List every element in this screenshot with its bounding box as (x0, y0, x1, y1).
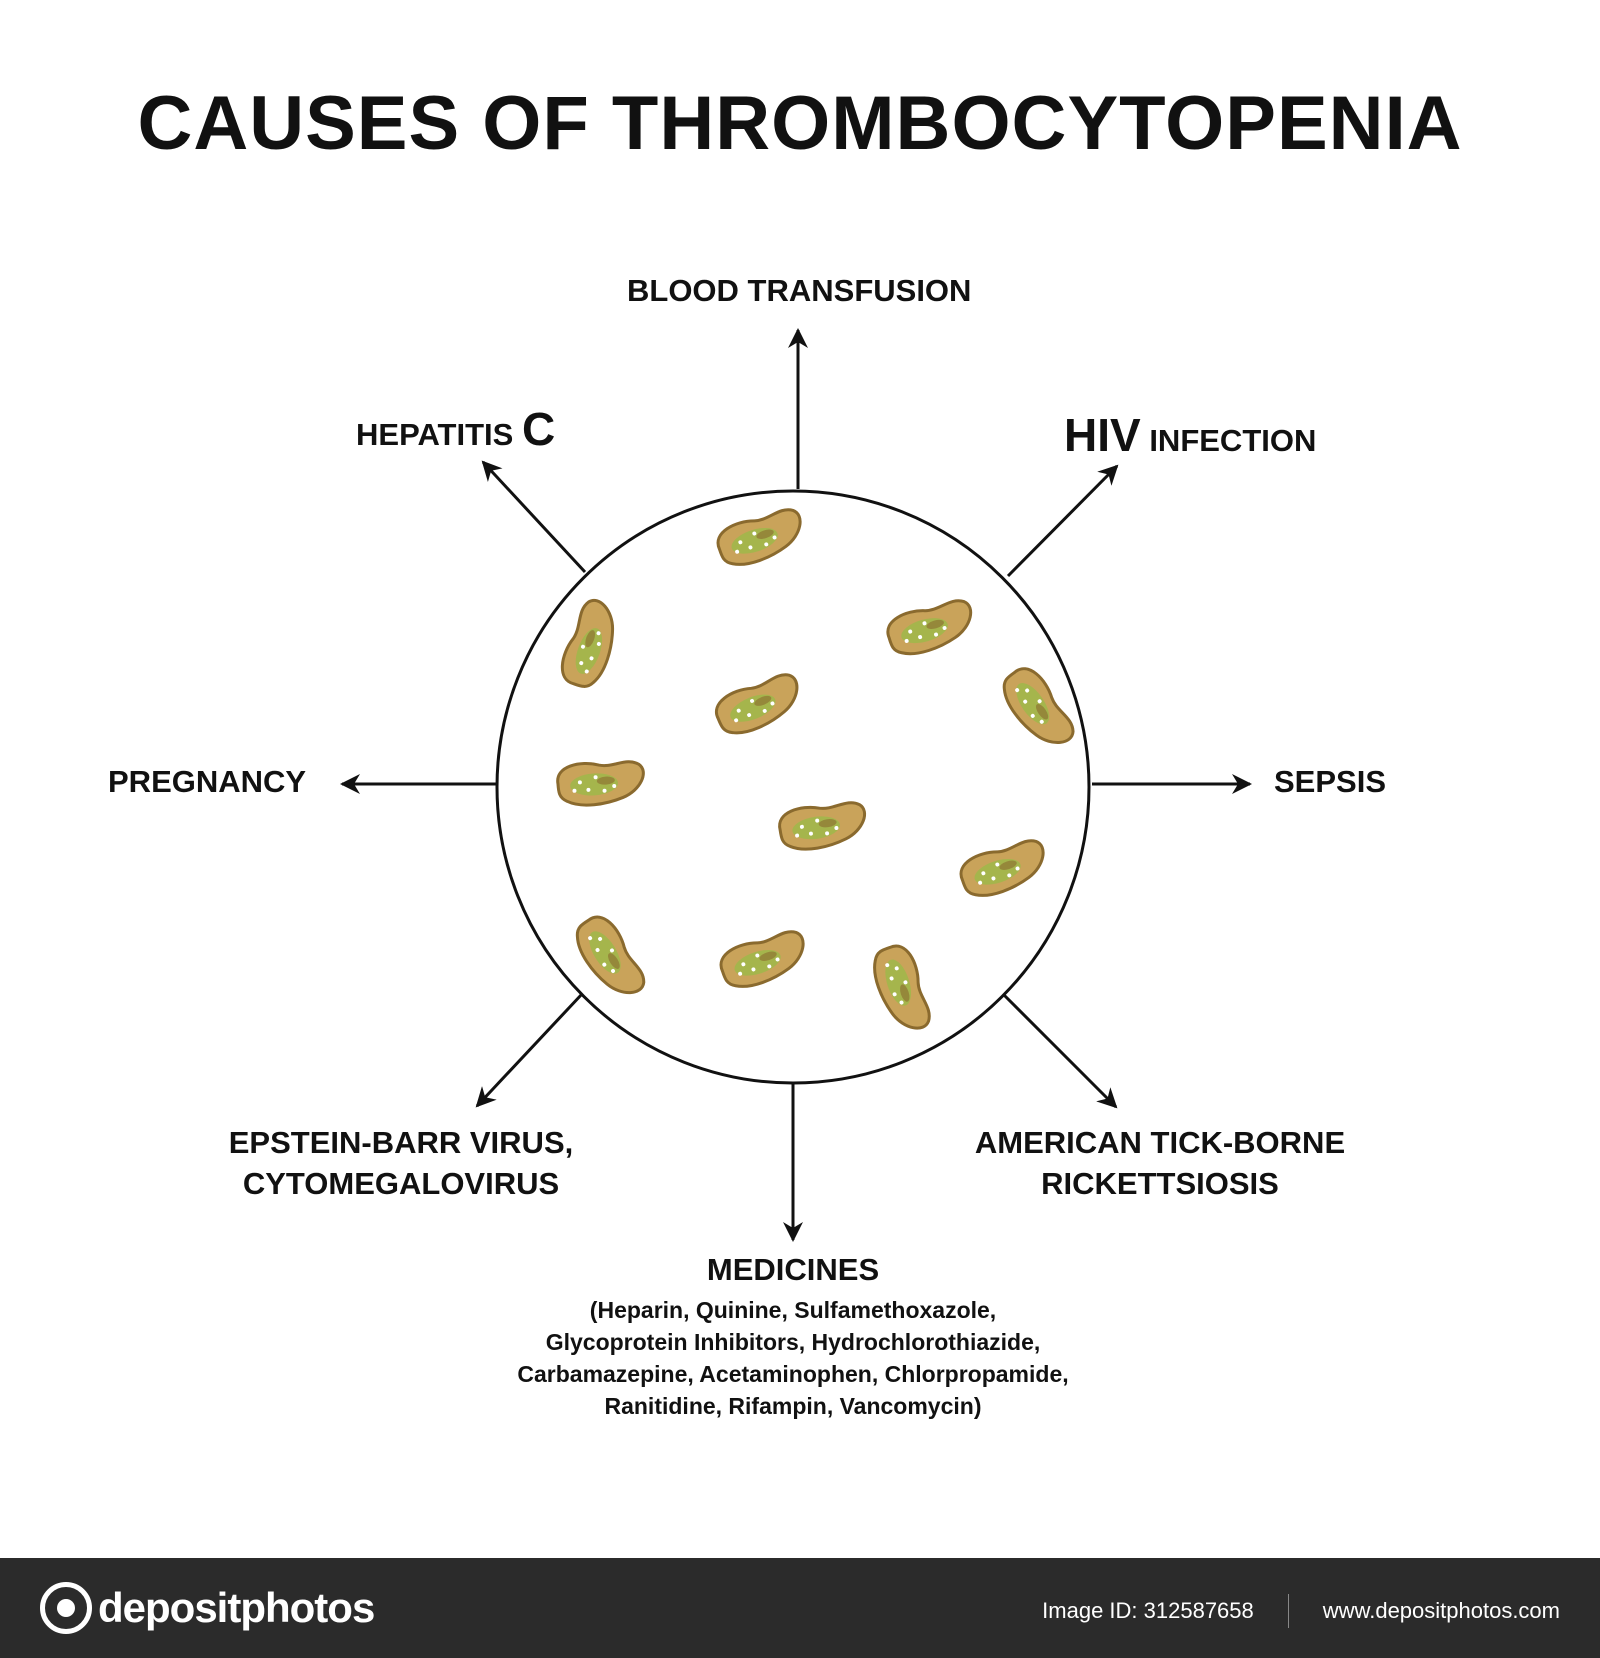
platelet (716, 508, 802, 566)
footer-bar: depositphotos Image ID: 312587658 www.de… (0, 1558, 1600, 1658)
cause-epstein-barr-line1: EPSTEIN-BARR VIRUS, (228, 1125, 574, 1160)
cause-hepatitis-letter: C (521, 403, 556, 455)
cause-tick-borne-line2: RICKETTSIOSIS (1041, 1166, 1279, 1201)
camera-icon (40, 1582, 92, 1634)
cause-blood-transfusion: BLOOD TRANSFUSION (627, 273, 972, 308)
platelet (1002, 667, 1075, 744)
platelet (719, 930, 805, 988)
platelet (560, 598, 615, 688)
thrombocytopenia-diagram (340, 328, 1252, 1242)
cause-hiv-infection: HIV INFECTION (1064, 408, 1316, 462)
platelet (714, 673, 799, 735)
medicines-line: Ranitidine, Rifampin, Vancomycin) (604, 1393, 982, 1419)
medicines-list: (Heparin, Quinine, Sulfamethoxazole, Gly… (443, 1294, 1143, 1422)
arrow-up-right (1006, 464, 1119, 578)
cause-hiv-suffix: INFECTION (1149, 423, 1317, 458)
cause-hepatitis-prefix: HEPATITIS (356, 417, 514, 452)
cause-pregnancy: PREGNANCY (108, 764, 307, 799)
brand-name: depositphotos (98, 1584, 375, 1631)
brand-logo[interactable]: depositphotos (40, 1582, 375, 1634)
page-title: CAUSES OF THROMBOCYTOPENIA (137, 81, 1463, 166)
cause-tick-borne-line1: AMERICAN TICK-BORNE (974, 1125, 1346, 1160)
platelet (873, 944, 931, 1030)
cause-sepsis: SEPSIS (1274, 764, 1386, 799)
medicines-line: Glycoprotein Inhibitors, Hydrochlorothia… (545, 1329, 1041, 1355)
cause-epstein-barr-line2: CYTOMEGALOVIRUS (242, 1166, 560, 1201)
platelet (575, 915, 646, 995)
cause-epstein-barr: EPSTEIN-BARR VIRUS, CYTOMEGALOVIRUS (191, 1122, 611, 1204)
cause-arrows (340, 328, 1252, 1242)
cause-medicines: MEDICINES (Heparin, Quinine, Sulfamethox… (443, 1252, 1143, 1422)
platelets-group (556, 508, 1075, 1030)
platelet (886, 599, 973, 656)
cause-hiv-prefix: HIV (1064, 409, 1141, 461)
platelet (778, 801, 866, 851)
arrow-up-left (481, 460, 587, 574)
medicines-line: Carbamazepine, Acetaminophen, Chlorpropa… (517, 1361, 1069, 1387)
platelet (959, 839, 1045, 897)
footer-divider (1287, 1594, 1289, 1628)
image-id: Image ID: 312587658 (1042, 1598, 1254, 1623)
arrow-down-left (475, 992, 584, 1108)
arrow-down-right (1002, 993, 1118, 1109)
medicines-line: (Heparin, Quinine, Sulfamethoxazole, (589, 1297, 997, 1323)
site-url[interactable]: www.depositphotos.com (1322, 1598, 1560, 1623)
medicines-title: MEDICINES (706, 1252, 880, 1287)
footer-info: Image ID: 312587658 www.depositphotos.co… (1042, 1594, 1560, 1628)
platelet (556, 760, 645, 807)
cause-hepatitis-c: HEPATITIS C (356, 402, 555, 456)
cause-tick-borne: AMERICAN TICK-BORNE RICKETTSIOSIS (940, 1122, 1380, 1204)
